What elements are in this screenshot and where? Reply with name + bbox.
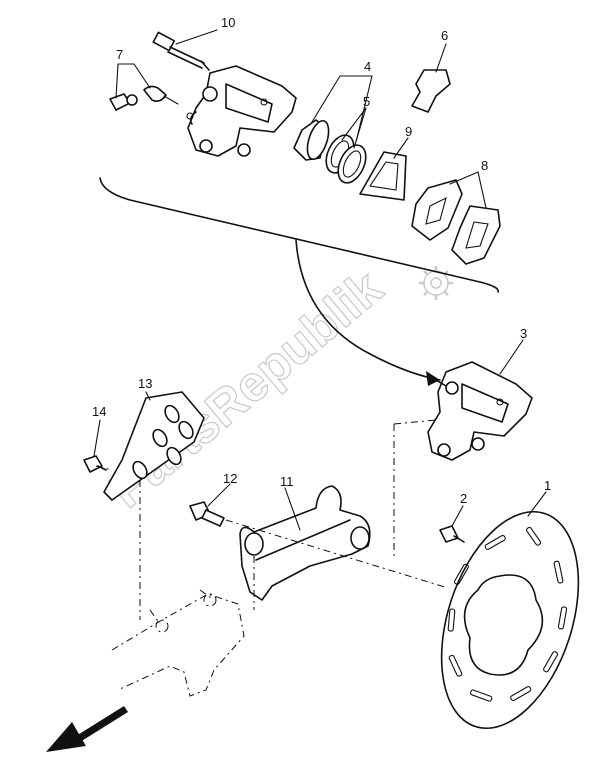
alignment-lines [95, 419, 449, 620]
callout-2: 2 [460, 491, 467, 506]
brake-pads [411, 179, 501, 265]
callout-1: 1 [544, 478, 551, 493]
brake-disc [440, 510, 580, 730]
exploded-view-bracket [99, 177, 499, 386]
caliper-pin-bolt [152, 31, 210, 71]
front-direction-arrow-icon [46, 706, 128, 752]
callout-14: 14 [92, 404, 106, 419]
caliper-body [186, 65, 297, 157]
piston [293, 119, 330, 161]
pad-spring [411, 69, 451, 113]
callout-8: 8 [481, 158, 488, 173]
callout-11: 11 [280, 474, 294, 489]
bracket-bolt [189, 501, 225, 527]
callout-13: 13 [138, 376, 152, 391]
pad-shim [359, 151, 407, 201]
callout-12: 12 [223, 471, 237, 486]
callout-7: 7 [116, 47, 123, 62]
caliper-assembly [427, 361, 533, 461]
callout-5: 5 [363, 94, 370, 109]
callout-labels: 10 7 4 5 6 9 8 3 13 14 12 11 2 1 [92, 15, 551, 506]
guard-bolt [83, 455, 107, 473]
leader-lines [93, 29, 547, 531]
swing-arm-outline [111, 589, 245, 697]
caliper-guard [103, 391, 205, 501]
callout-6: 6 [441, 28, 448, 43]
callout-3: 3 [520, 326, 527, 341]
bleeder-screw [109, 85, 179, 111]
callout-10: 10 [221, 15, 235, 30]
caliper-bracket [239, 485, 371, 601]
callout-4: 4 [364, 59, 371, 74]
arrow-head-icon [426, 371, 440, 386]
disc-bolt [439, 525, 465, 543]
piston-seals [325, 134, 367, 184]
callout-9: 9 [405, 124, 412, 139]
